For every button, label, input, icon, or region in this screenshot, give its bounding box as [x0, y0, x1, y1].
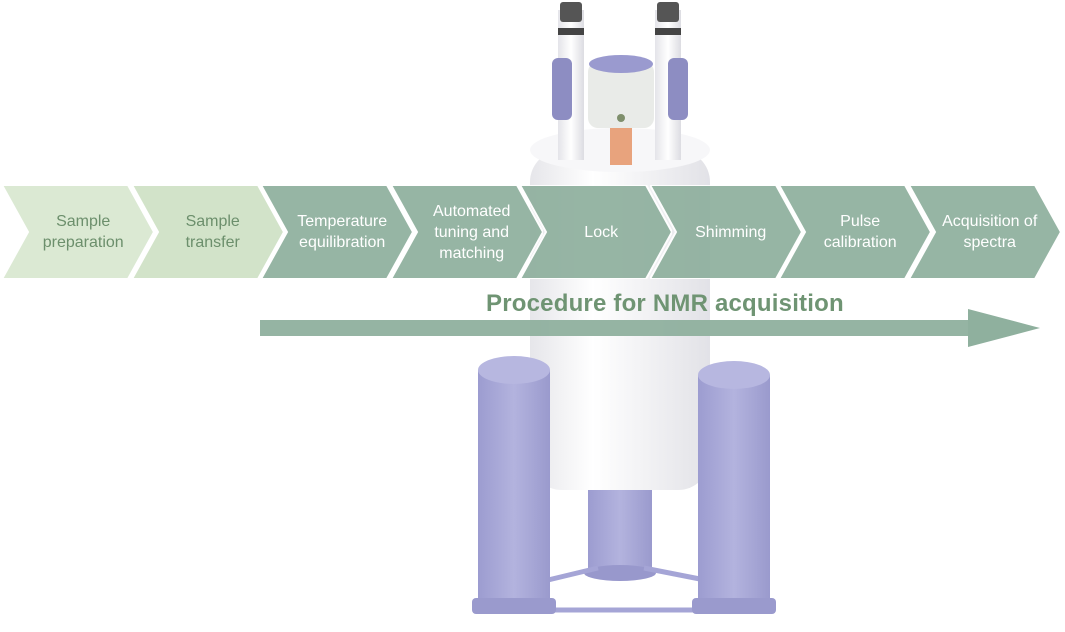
- diagram-title: Procedure for NMR acquisition: [486, 290, 844, 317]
- magnet-legs: [472, 356, 776, 614]
- tripod-base: [547, 480, 706, 613]
- top-rods: [552, 2, 688, 165]
- procedure-arrow: [260, 309, 1040, 347]
